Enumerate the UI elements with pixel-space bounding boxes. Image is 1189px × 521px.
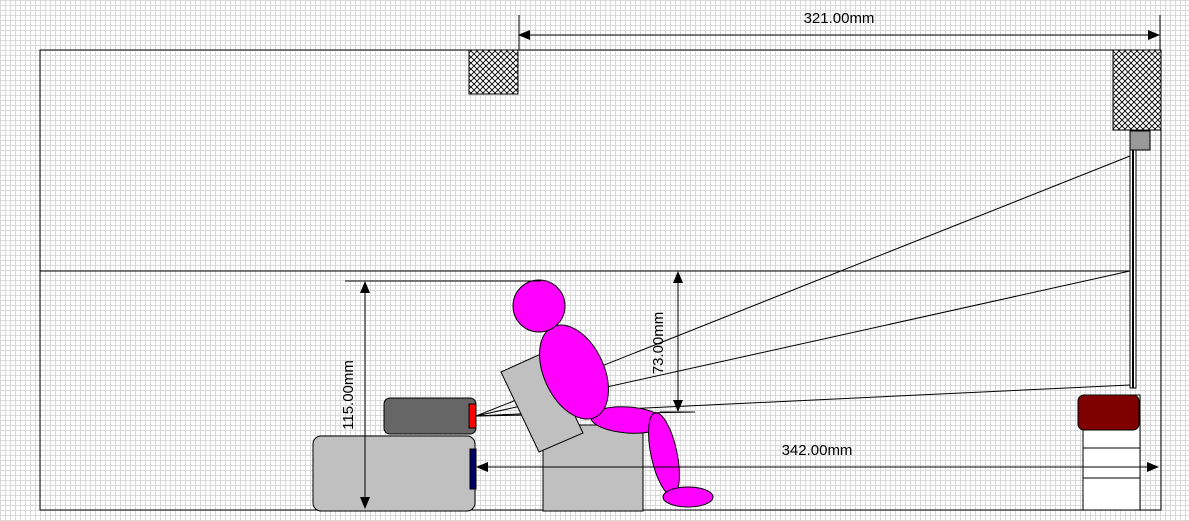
screen-mount bbox=[1129, 130, 1151, 151]
person-head bbox=[512, 279, 566, 333]
dimension-label-eye-height: 115.00mm bbox=[340, 360, 357, 430]
person-shin bbox=[648, 412, 680, 496]
front-speaker bbox=[1077, 394, 1140, 431]
projector-lens bbox=[468, 403, 477, 429]
ceiling-speaker-right bbox=[1112, 49, 1162, 131]
ceiling-speaker-left bbox=[468, 49, 519, 95]
dimension-label-screen-distance: 321.00mm bbox=[804, 10, 875, 27]
person-foot bbox=[662, 486, 714, 508]
seated-person bbox=[512, 279, 714, 508]
dimension-label-viewing-distance: 342.00mm bbox=[782, 442, 853, 459]
equipment-cabinet bbox=[312, 435, 476, 512]
projector bbox=[383, 397, 477, 435]
dimension-label-screen-offset: 73.00mm bbox=[650, 312, 667, 375]
cabinet-front-panel bbox=[469, 448, 477, 490]
seat-backrest bbox=[500, 351, 584, 453]
